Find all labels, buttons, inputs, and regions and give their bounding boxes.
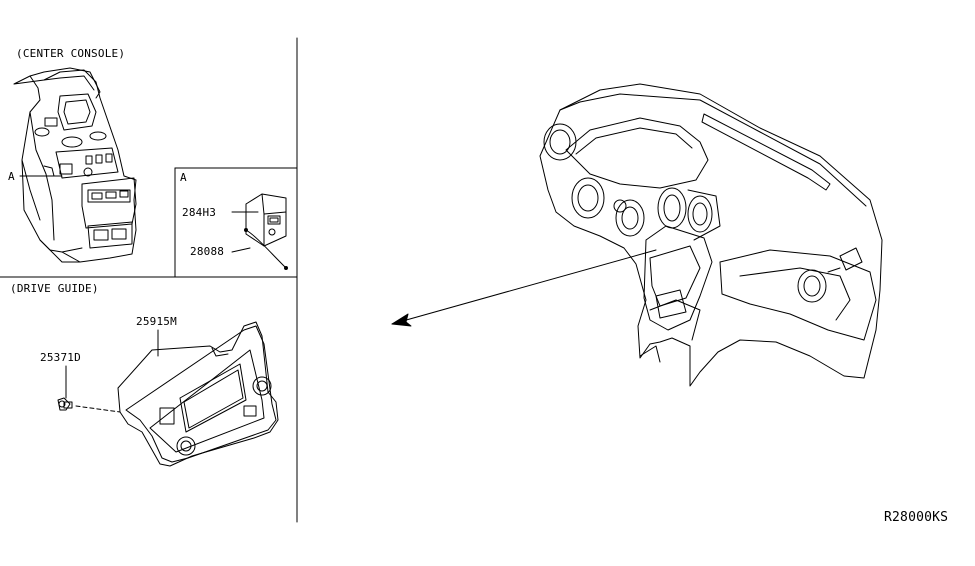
part-label-25915m: 25915M — [136, 315, 177, 328]
center-console-title: (CENTER CONSOLE) — [16, 47, 126, 60]
panel-dividers — [0, 38, 297, 522]
center-console-drawing — [14, 68, 136, 262]
part-label-28088: 28088 — [190, 245, 225, 258]
diagram-code: R28000KS — [884, 510, 949, 525]
drive-guide-drawing — [58, 322, 278, 466]
part-label-284h3: 284H3 — [182, 206, 217, 219]
detail-a-drawing — [232, 194, 288, 270]
drive-guide-title: (DRIVE GUIDE) — [10, 282, 99, 295]
dashboard-drawing — [392, 84, 882, 386]
center-console-callout-a: A — [8, 170, 15, 183]
part-label-25371d: 25371D — [40, 351, 81, 364]
detail-a-title: A — [180, 171, 187, 184]
